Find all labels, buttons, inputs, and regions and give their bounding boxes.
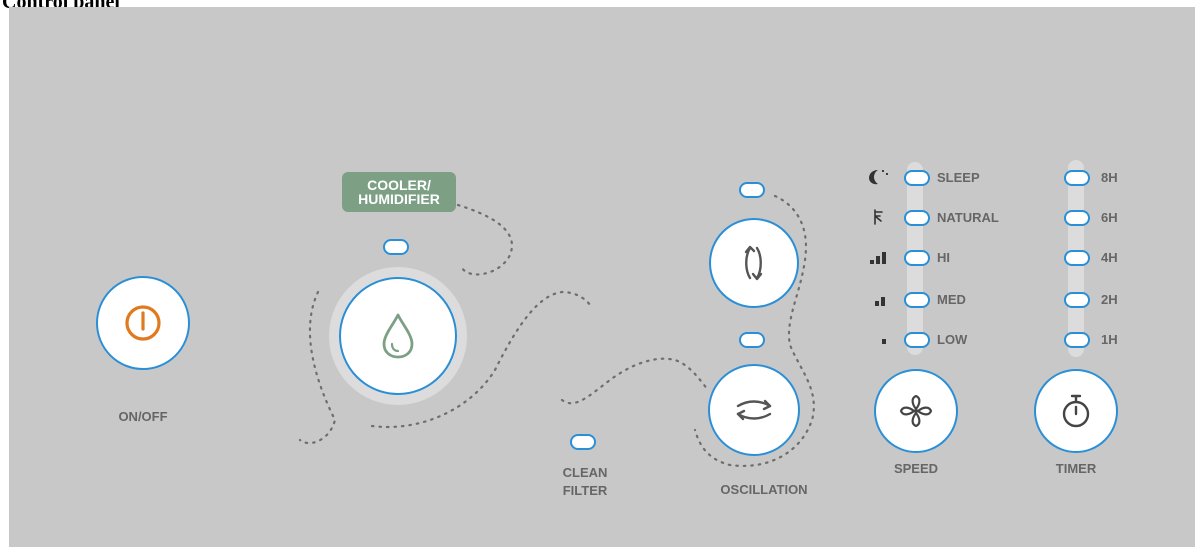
timer-option-8h[interactable]: 8H xyxy=(1101,170,1118,185)
timer-8h-led xyxy=(1064,170,1090,186)
speed-option-hi[interactable]: HI xyxy=(937,250,950,265)
timer-4h-led xyxy=(1064,250,1090,266)
timer-2h-led xyxy=(1064,292,1090,308)
speed-label: SPEED xyxy=(893,461,939,476)
mode-label-line1: COOLER/ xyxy=(367,177,431,193)
speed-option-med[interactable]: MED xyxy=(937,292,966,307)
mode-label-line2: HUMIDIFIER xyxy=(358,191,440,207)
speed-button[interactable] xyxy=(874,369,958,453)
oscillation-button[interactable] xyxy=(708,364,800,456)
power-icon xyxy=(122,302,164,344)
clean-filter-label-line1: CLEAN xyxy=(562,465,608,480)
clean-filter-label-line2: FILTER xyxy=(562,483,608,498)
speed-low-led xyxy=(904,332,930,348)
vertical-swing-icon xyxy=(736,243,772,283)
swing-vertical-button[interactable] xyxy=(709,218,799,308)
timer-option-6h[interactable]: 6H xyxy=(1101,210,1118,225)
oscillation-icon xyxy=(732,395,776,425)
water-drop-icon xyxy=(381,312,415,360)
timer-option-1h[interactable]: 1H xyxy=(1101,332,1118,347)
speed-option-low[interactable]: LOW xyxy=(937,332,968,347)
fan-icon xyxy=(897,392,935,430)
oscillation-label: OSCILLATION xyxy=(720,482,808,497)
speed-option-sleep[interactable]: SLEEP xyxy=(937,170,980,185)
swing-vertical-led xyxy=(739,182,765,198)
clean-filter-led xyxy=(570,434,596,450)
timer-option-4h[interactable]: 4H xyxy=(1101,250,1118,265)
signal-medium-icon xyxy=(870,292,890,308)
control-panel xyxy=(9,7,1195,547)
power-label: ON/OFF xyxy=(118,409,168,424)
timer-button[interactable] xyxy=(1034,369,1118,453)
oscillation-led xyxy=(739,332,765,348)
timer-6h-led xyxy=(1064,210,1090,226)
speed-med-led xyxy=(904,292,930,308)
speed-option-natural[interactable]: NATURAL xyxy=(937,210,999,225)
cooler-humidifier-button[interactable] xyxy=(339,277,457,395)
speed-sleep-led xyxy=(904,170,930,186)
mode-indicator-led xyxy=(383,239,409,255)
speed-natural-led xyxy=(904,210,930,226)
signal-high-icon xyxy=(866,250,890,266)
timer-1h-led xyxy=(1064,332,1090,348)
speed-hi-led xyxy=(904,250,930,266)
clean-filter-label: CLEAN FILTER xyxy=(545,464,625,500)
timer-label: TIMER xyxy=(1055,461,1097,476)
stopwatch-icon xyxy=(1059,392,1093,430)
wind-icon xyxy=(870,208,890,226)
cooler-humidifier-label: COOLER/ HUMIDIFIER xyxy=(342,172,456,212)
moon-icon xyxy=(866,168,892,186)
signal-low-icon xyxy=(876,332,892,348)
timer-option-2h[interactable]: 2H xyxy=(1101,292,1118,307)
power-button[interactable] xyxy=(96,276,190,370)
